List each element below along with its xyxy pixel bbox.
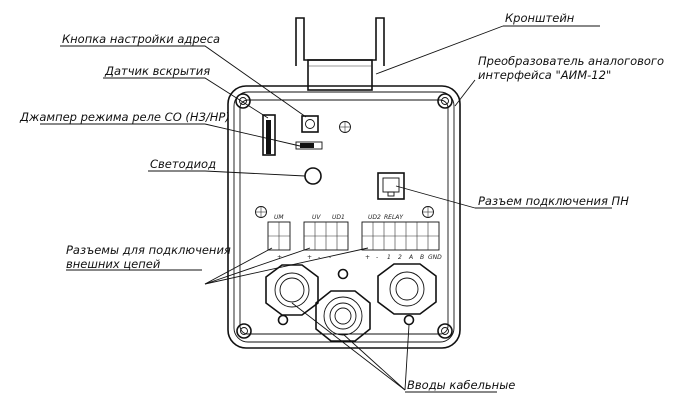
callout-ext-connectors-line1: Разъемы для подключения (66, 243, 231, 257)
pin-label-uv-1: + (307, 254, 312, 261)
callout-pn-connector: Разъем подключения ПН (478, 194, 629, 208)
callout-address-button: Кнопка настройки адреса (62, 32, 220, 46)
pin-label-relay-3: 1 (387, 254, 391, 261)
callout-tamper-sensor: Датчик вскрытия (104, 64, 210, 78)
leader-relay-jumper (40, 123, 301, 147)
cable-gland-right (377, 263, 437, 326)
terminal-block-um (267, 221, 291, 251)
leader-bracket (375, 25, 600, 75)
pin-label-uv-3: - (329, 254, 331, 261)
pn-connector (377, 172, 405, 200)
pin-label-relay-4: 2 (398, 254, 402, 261)
tamper-sensor (262, 114, 276, 156)
corner-screw (437, 323, 453, 339)
leader-tamper-sensor (103, 77, 269, 119)
terminal-block-uv-ud1 (303, 221, 349, 251)
callout-converter-line1: Преобразователь аналогового (478, 54, 664, 68)
callout-led: Светодиод (150, 157, 216, 171)
leader-led (148, 170, 306, 177)
leader-gland-right (404, 324, 410, 391)
cable-gland-left (265, 264, 319, 326)
callout-relay-jumper: Джампер режима реле СО (НЗ/НР) (19, 110, 230, 124)
terminal-label-ud2: UD2 (368, 214, 381, 221)
leader-ext-to-uv (204, 247, 311, 285)
mounting-screw (422, 206, 434, 218)
address-button (301, 115, 319, 133)
pin-label-relay-5: A (408, 254, 413, 261)
relay-jumper (295, 141, 323, 150)
corner-screw (236, 323, 252, 339)
leader-pn-connector (395, 185, 612, 209)
callout-converter-line2: интерфейса "АИМ-12" (478, 68, 611, 82)
pin-label-relay-7: GND (428, 254, 442, 261)
pin-label-relay-6: B (420, 254, 424, 261)
leader-address-button (60, 45, 307, 118)
pin-label-um: + (277, 254, 282, 261)
cable-gland-center (315, 268, 371, 342)
pin-label-relay-1: + (365, 254, 370, 261)
callout-bracket: Кронштейн (505, 11, 575, 25)
leader-gland-left (291, 302, 406, 391)
callout-ext-connectors-line2: внешних цепей (66, 257, 161, 271)
terminal-label-um: UM (274, 214, 284, 221)
callout-cable-glands: Вводы кабельные (407, 378, 515, 392)
terminal-label-ud1: UD1 (332, 214, 345, 221)
terminal-label-relay: RELAY (384, 214, 404, 221)
corner-screw (437, 93, 453, 109)
bracket (295, 17, 385, 91)
mounting-screw (255, 206, 267, 218)
mounting-screw (339, 121, 351, 133)
leader-ext-to-relay (204, 247, 369, 285)
leader-gland-center (342, 333, 406, 391)
led (304, 167, 322, 185)
terminal-block-ud2-relay (361, 221, 440, 251)
pin-label-relay-2: - (376, 254, 378, 261)
leader-converter (454, 79, 476, 107)
housing (227, 85, 461, 349)
leader-ext-to-um (204, 247, 273, 285)
terminal-label-uv: UV (312, 214, 321, 221)
pin-label-uv-2: - (318, 254, 320, 261)
corner-screw (235, 93, 251, 109)
